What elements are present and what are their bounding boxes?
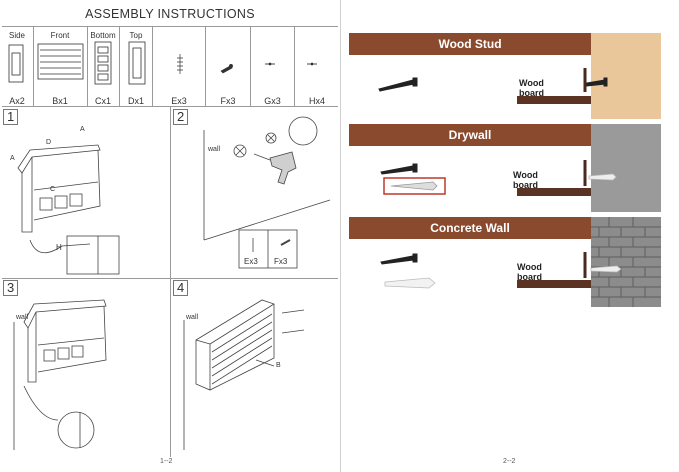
drywall-board-line-1: Wood	[513, 170, 538, 180]
front-panel-part	[37, 43, 84, 80]
page-divider	[340, 0, 341, 472]
instruction-page-1: ASSEMBLY INSTRUCTIONS Side Front Bottom …	[2, 7, 338, 465]
wood-stud-title: Wood Stud	[438, 37, 502, 51]
concrete-board-line-1: Wood	[517, 262, 542, 272]
drywall-screw-icon	[380, 163, 418, 175]
col-divider	[33, 26, 34, 107]
part-header-top: Top	[129, 31, 143, 40]
concrete-board-line-2: board	[517, 272, 543, 282]
step-1-label-h: H	[56, 243, 62, 252]
concrete-installed-anchor-icon	[590, 265, 622, 273]
step-1-drawing	[17, 144, 120, 275]
qty-e: Ex3	[171, 96, 187, 106]
step-1-label-a-side: A	[10, 155, 15, 162]
qty-top: Dx1	[127, 96, 144, 106]
wood-stud-board-label: Wood board	[519, 78, 544, 98]
page-number-1: 1--2	[160, 458, 173, 465]
concrete-board-label: Wood board	[517, 262, 542, 282]
brick-texture	[591, 217, 661, 307]
concrete-board-shelf	[517, 280, 591, 288]
wood-board-shelf	[517, 96, 591, 104]
step-1-label-d: D	[46, 139, 52, 146]
side-panel-part	[8, 44, 24, 83]
qty-h: Hx4	[308, 96, 325, 106]
drywall-texture	[591, 124, 661, 212]
table-top-rule	[2, 26, 338, 27]
step-number-4: 4	[173, 280, 189, 296]
drywall-board-shelf	[517, 188, 591, 196]
wood-stud-board-line-2: board	[519, 88, 545, 98]
wood-stud-board-line-1: Wood	[519, 78, 544, 88]
assembly-title: ASSEMBLY INSTRUCTIONS	[85, 7, 255, 21]
top-panel-part	[128, 41, 146, 85]
drywall-anchor-highlight	[383, 177, 446, 195]
concrete-anchor-icon	[384, 277, 436, 289]
drywall-anchor-icon	[390, 181, 438, 191]
step-grid-vertical	[170, 107, 171, 457]
page-number-2: 2--2	[503, 458, 516, 465]
qty-g: Gx3	[264, 96, 281, 106]
col-divider	[119, 26, 120, 107]
table-bottom-rule	[2, 106, 338, 107]
step-4-drawing	[183, 299, 305, 450]
wood-texture	[591, 33, 661, 119]
drywall-band: Drywall	[349, 124, 591, 146]
anchor-e-part	[177, 54, 183, 74]
qty-bottom: Cx1	[94, 96, 111, 106]
col-divider	[250, 26, 251, 107]
qty-front: Bx1	[52, 96, 68, 106]
part-header-side: Side	[8, 31, 25, 40]
concrete-band: Concrete Wall	[349, 217, 591, 239]
concrete-screw-icon	[380, 253, 418, 265]
step-number-3: 3	[3, 280, 19, 296]
part-header-bottom: Bottom	[90, 31, 116, 40]
brick-pattern	[591, 217, 661, 307]
drywall-title: Drywall	[448, 128, 492, 142]
screw-f-part	[220, 64, 233, 74]
qty-side: Ax2	[9, 96, 25, 106]
drywall-installed-anchor-icon	[588, 173, 617, 181]
wood-stud-band: Wood Stud	[349, 33, 591, 55]
drywall-board-line-2: board	[513, 180, 539, 190]
col-divider	[294, 26, 295, 107]
wood-stud-screw-icon	[378, 77, 418, 92]
screw-g-part	[265, 62, 275, 66]
qty-f: Fx3	[220, 96, 236, 106]
step-number-1: 1	[3, 109, 19, 125]
drywall-board-label: Wood board	[513, 170, 538, 190]
nail-h-part	[307, 62, 317, 66]
part-header-front: Front	[50, 31, 70, 40]
step-2-label-wall: wall	[208, 146, 221, 153]
step-4-label-wall: wall	[186, 314, 199, 321]
bottom-panel-part	[94, 41, 112, 85]
step-2-label-f: Fx3	[274, 257, 288, 266]
step-grid-horizontal	[2, 278, 338, 279]
step-1-label-c: C	[50, 186, 56, 193]
step-4-label-b: B	[276, 362, 281, 369]
step-1-label-a-top: A	[80, 126, 85, 133]
parts-illustrations	[8, 41, 317, 85]
step-number-2: 2	[173, 109, 189, 125]
col-divider	[205, 26, 206, 107]
wood-stud-installed-screw-icon	[586, 77, 608, 87]
step-3-label-wall: wall	[16, 314, 29, 321]
step-2-drawing	[203, 116, 331, 269]
col-divider	[87, 26, 88, 107]
instruction-page-2: Wood Stud Drywall Concrete Wall	[341, 0, 679, 472]
step-2-label-e: Ex3	[244, 257, 258, 266]
concrete-title: Concrete Wall	[430, 221, 510, 235]
step-3-drawing	[13, 299, 107, 450]
mounting-drawings	[378, 68, 622, 289]
col-divider	[152, 26, 153, 107]
